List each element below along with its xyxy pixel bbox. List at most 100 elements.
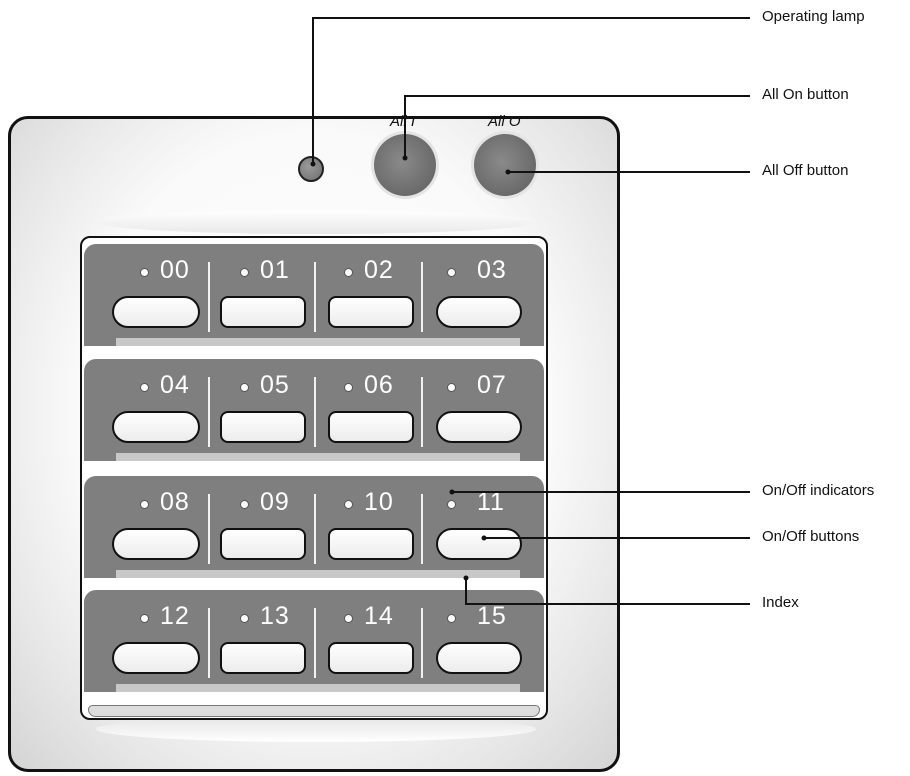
on-off-indicator <box>240 614 249 623</box>
channel-08: 08 <box>106 476 212 564</box>
index-strip <box>116 684 520 692</box>
all-on-label: All I <box>390 113 416 130</box>
on-off-indicator <box>344 268 353 277</box>
channel-divider <box>421 608 423 678</box>
channel-divider <box>421 494 423 564</box>
channel-number: 00 <box>160 256 190 284</box>
on-off-indicator <box>140 500 149 509</box>
on-off-button[interactable] <box>220 411 306 443</box>
on-off-indicator <box>344 500 353 509</box>
channel-divider <box>208 608 210 678</box>
on-off-button[interactable] <box>112 642 200 674</box>
panel-bottom-sheen <box>96 716 536 742</box>
all-off-label: All O <box>488 113 521 130</box>
callout-on-off-indicators: On/Off indicators <box>762 482 875 499</box>
channel-divider <box>208 377 210 447</box>
on-off-button[interactable] <box>112 296 200 328</box>
channel-number: 03 <box>477 256 507 284</box>
channel-03: 03 <box>423 244 529 332</box>
on-off-indicator <box>344 383 353 392</box>
channel-10: 10 <box>316 476 422 564</box>
on-off-button[interactable] <box>112 411 200 443</box>
channel-number: 15 <box>477 602 507 630</box>
channel-05: 05 <box>210 359 316 447</box>
index-strip <box>116 453 520 461</box>
callout-all-off-button: All Off button <box>762 162 849 179</box>
on-off-indicator <box>447 500 456 509</box>
callout-index: Index <box>762 594 799 611</box>
channel-06: 06 <box>316 359 422 447</box>
on-off-button[interactable] <box>220 642 306 674</box>
on-off-button[interactable] <box>328 411 414 443</box>
channel-13: 13 <box>210 590 316 678</box>
on-off-button[interactable] <box>436 411 522 443</box>
channel-number: 02 <box>364 256 394 284</box>
channel-divider <box>208 262 210 332</box>
channel-divider <box>421 262 423 332</box>
on-off-button[interactable] <box>328 296 414 328</box>
leader-operating-lamp <box>312 17 750 164</box>
channel-divider <box>314 262 316 332</box>
channel-12: 12 <box>106 590 212 678</box>
panel-top-sheen <box>96 210 536 234</box>
on-off-button[interactable] <box>328 642 414 674</box>
on-off-indicator <box>447 614 456 623</box>
all-off-button[interactable] <box>474 134 536 196</box>
on-off-indicator <box>447 383 456 392</box>
index-strip <box>116 570 520 578</box>
channel-number: 08 <box>160 488 190 516</box>
leader-all-on <box>404 95 750 158</box>
on-off-button[interactable] <box>436 642 522 674</box>
leader-index <box>465 578 750 605</box>
callout-all-on-button: All On button <box>762 86 849 103</box>
callout-on-off-buttons: On/Off buttons <box>762 528 860 545</box>
on-off-button[interactable] <box>328 528 414 560</box>
on-off-button[interactable] <box>436 296 522 328</box>
on-off-indicator <box>140 614 149 623</box>
callout-operating-lamp: Operating lamp <box>762 8 865 25</box>
channel-number: 01 <box>260 256 290 284</box>
on-off-indicator <box>447 268 456 277</box>
channel-number: 10 <box>364 488 394 516</box>
channel-00: 00 <box>106 244 212 332</box>
channel-divider <box>208 494 210 564</box>
channel-number: 06 <box>364 371 394 399</box>
channel-row-2: 04 05 06 07 <box>84 359 544 461</box>
channel-panel: 00 01 02 03 04 05 <box>80 236 548 720</box>
channel-row-3: 08 09 10 11 <box>84 476 544 578</box>
index-strip <box>116 338 520 346</box>
channel-number: 05 <box>260 371 290 399</box>
on-off-indicator <box>344 614 353 623</box>
channel-number: 07 <box>477 371 507 399</box>
on-off-indicator <box>140 268 149 277</box>
channel-14: 14 <box>316 590 422 678</box>
on-off-button[interactable] <box>220 528 306 560</box>
channel-number: 09 <box>260 488 290 516</box>
channel-number: 13 <box>260 602 290 630</box>
on-off-button[interactable] <box>220 296 306 328</box>
channel-number: 14 <box>364 602 394 630</box>
channel-07: 07 <box>423 359 529 447</box>
channel-09: 09 <box>210 476 316 564</box>
channel-04: 04 <box>106 359 212 447</box>
channel-number: 04 <box>160 371 190 399</box>
channel-01: 01 <box>210 244 316 332</box>
on-off-indicator <box>240 268 249 277</box>
on-off-indicator <box>140 383 149 392</box>
operating-lamp <box>298 156 324 182</box>
on-off-indicator <box>240 500 249 509</box>
on-off-button[interactable] <box>112 528 200 560</box>
channel-15: 15 <box>423 590 529 678</box>
channel-row-1: 00 01 02 03 <box>84 244 544 346</box>
channel-divider <box>314 377 316 447</box>
channel-row-4: 12 13 14 15 <box>84 590 544 692</box>
channel-divider <box>421 377 423 447</box>
bottom-strip <box>88 705 540 717</box>
channel-number: 12 <box>160 602 190 630</box>
channel-divider <box>314 494 316 564</box>
on-off-button[interactable] <box>436 528 522 560</box>
channel-11: 11 <box>423 476 529 564</box>
channel-divider <box>314 608 316 678</box>
channel-02: 02 <box>316 244 422 332</box>
